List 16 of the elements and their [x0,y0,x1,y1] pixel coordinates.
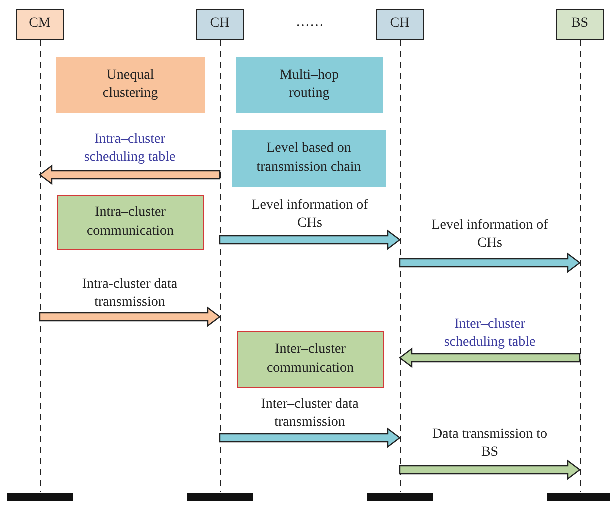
lifeline-head-box: CH [376,9,424,40]
block-arrow [399,348,581,368]
process-box: Level based on transmission chain [232,130,386,187]
block-arrow [399,460,581,480]
block-arrow [39,164,221,186]
block-arrow [39,306,221,328]
block-arrow [219,230,401,250]
lifeline-head-box: CM [16,9,64,40]
process-box: Inter–cluster communication [237,331,384,388]
process-box: Unequal clustering [56,57,205,113]
process-box: Intra–cluster communication [57,195,204,250]
block-arrow [219,428,401,448]
process-box: Multi–hop routing [236,57,383,113]
lifeline-head-box: BS [556,9,604,40]
block-arrow [399,252,581,274]
lifeline-head-box: CH [196,9,244,40]
